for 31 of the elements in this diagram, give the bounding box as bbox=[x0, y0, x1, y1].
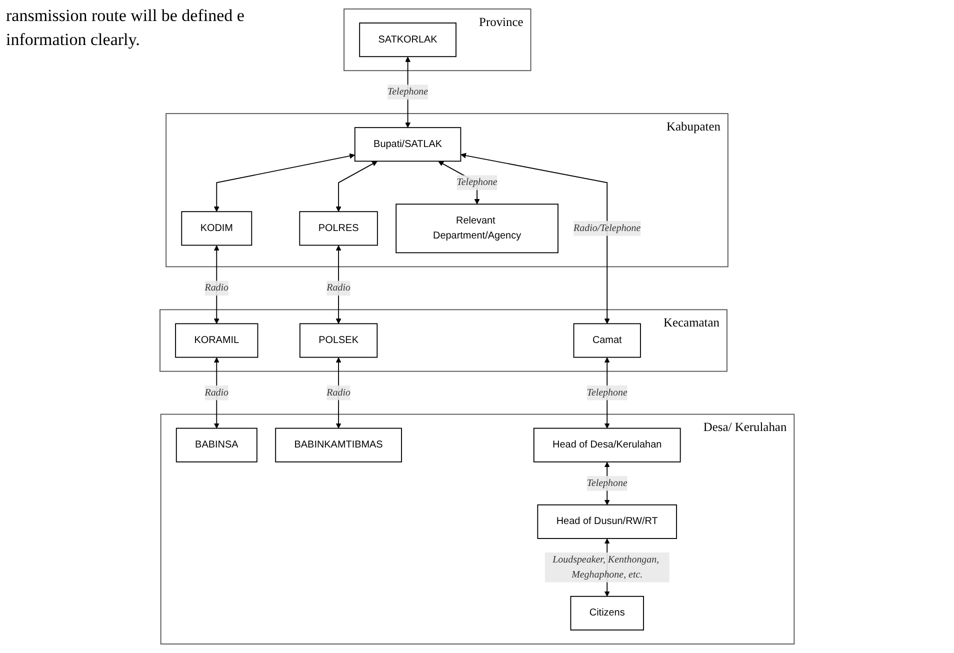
arrow bbox=[214, 153, 355, 212]
edge-label: Radio bbox=[204, 387, 228, 398]
node-box: Relevant Department/Agency bbox=[396, 204, 558, 254]
edge-label: Radio bbox=[204, 282, 228, 294]
edge-label: Telephone bbox=[387, 86, 428, 98]
node-box: POLSEK bbox=[299, 323, 378, 358]
edge-label: Telephone bbox=[456, 177, 498, 188]
edge-label: Radio bbox=[326, 387, 350, 398]
node-box: BABINKAMTIBMAS bbox=[275, 428, 402, 462]
edge-label: Telephone bbox=[586, 387, 628, 398]
node-box: KORAMIL bbox=[175, 323, 258, 358]
node-box: Citizens bbox=[570, 596, 644, 630]
edge-label: Radio/Telephone bbox=[573, 222, 641, 234]
arrow bbox=[336, 161, 378, 212]
node-box: SATKORLAK bbox=[359, 22, 456, 58]
arrow bbox=[336, 245, 342, 324]
edge-label: Telephone bbox=[586, 478, 628, 488]
node-box: Bupati/SATLAK bbox=[354, 127, 462, 162]
node-box: Head of Desa/Kerulahan bbox=[533, 428, 681, 462]
node-box: KODIM bbox=[181, 211, 252, 246]
node-box: BABINSA bbox=[176, 428, 258, 462]
arrow bbox=[336, 357, 342, 429]
arrow bbox=[214, 357, 220, 429]
edge-label: Radio bbox=[326, 282, 350, 294]
edge-label: Loudspeaker, Kenthongan, Meghaphone, etc. bbox=[552, 554, 660, 580]
node-box: Head of Dusun/RW/RT bbox=[537, 504, 677, 539]
arrow bbox=[214, 245, 220, 324]
arrow bbox=[460, 152, 610, 324]
node-box: POLRES bbox=[299, 211, 378, 246]
node-box: Camat bbox=[573, 323, 641, 358]
note-text: ransmission route will be defined e information clearly. bbox=[6, 5, 246, 51]
